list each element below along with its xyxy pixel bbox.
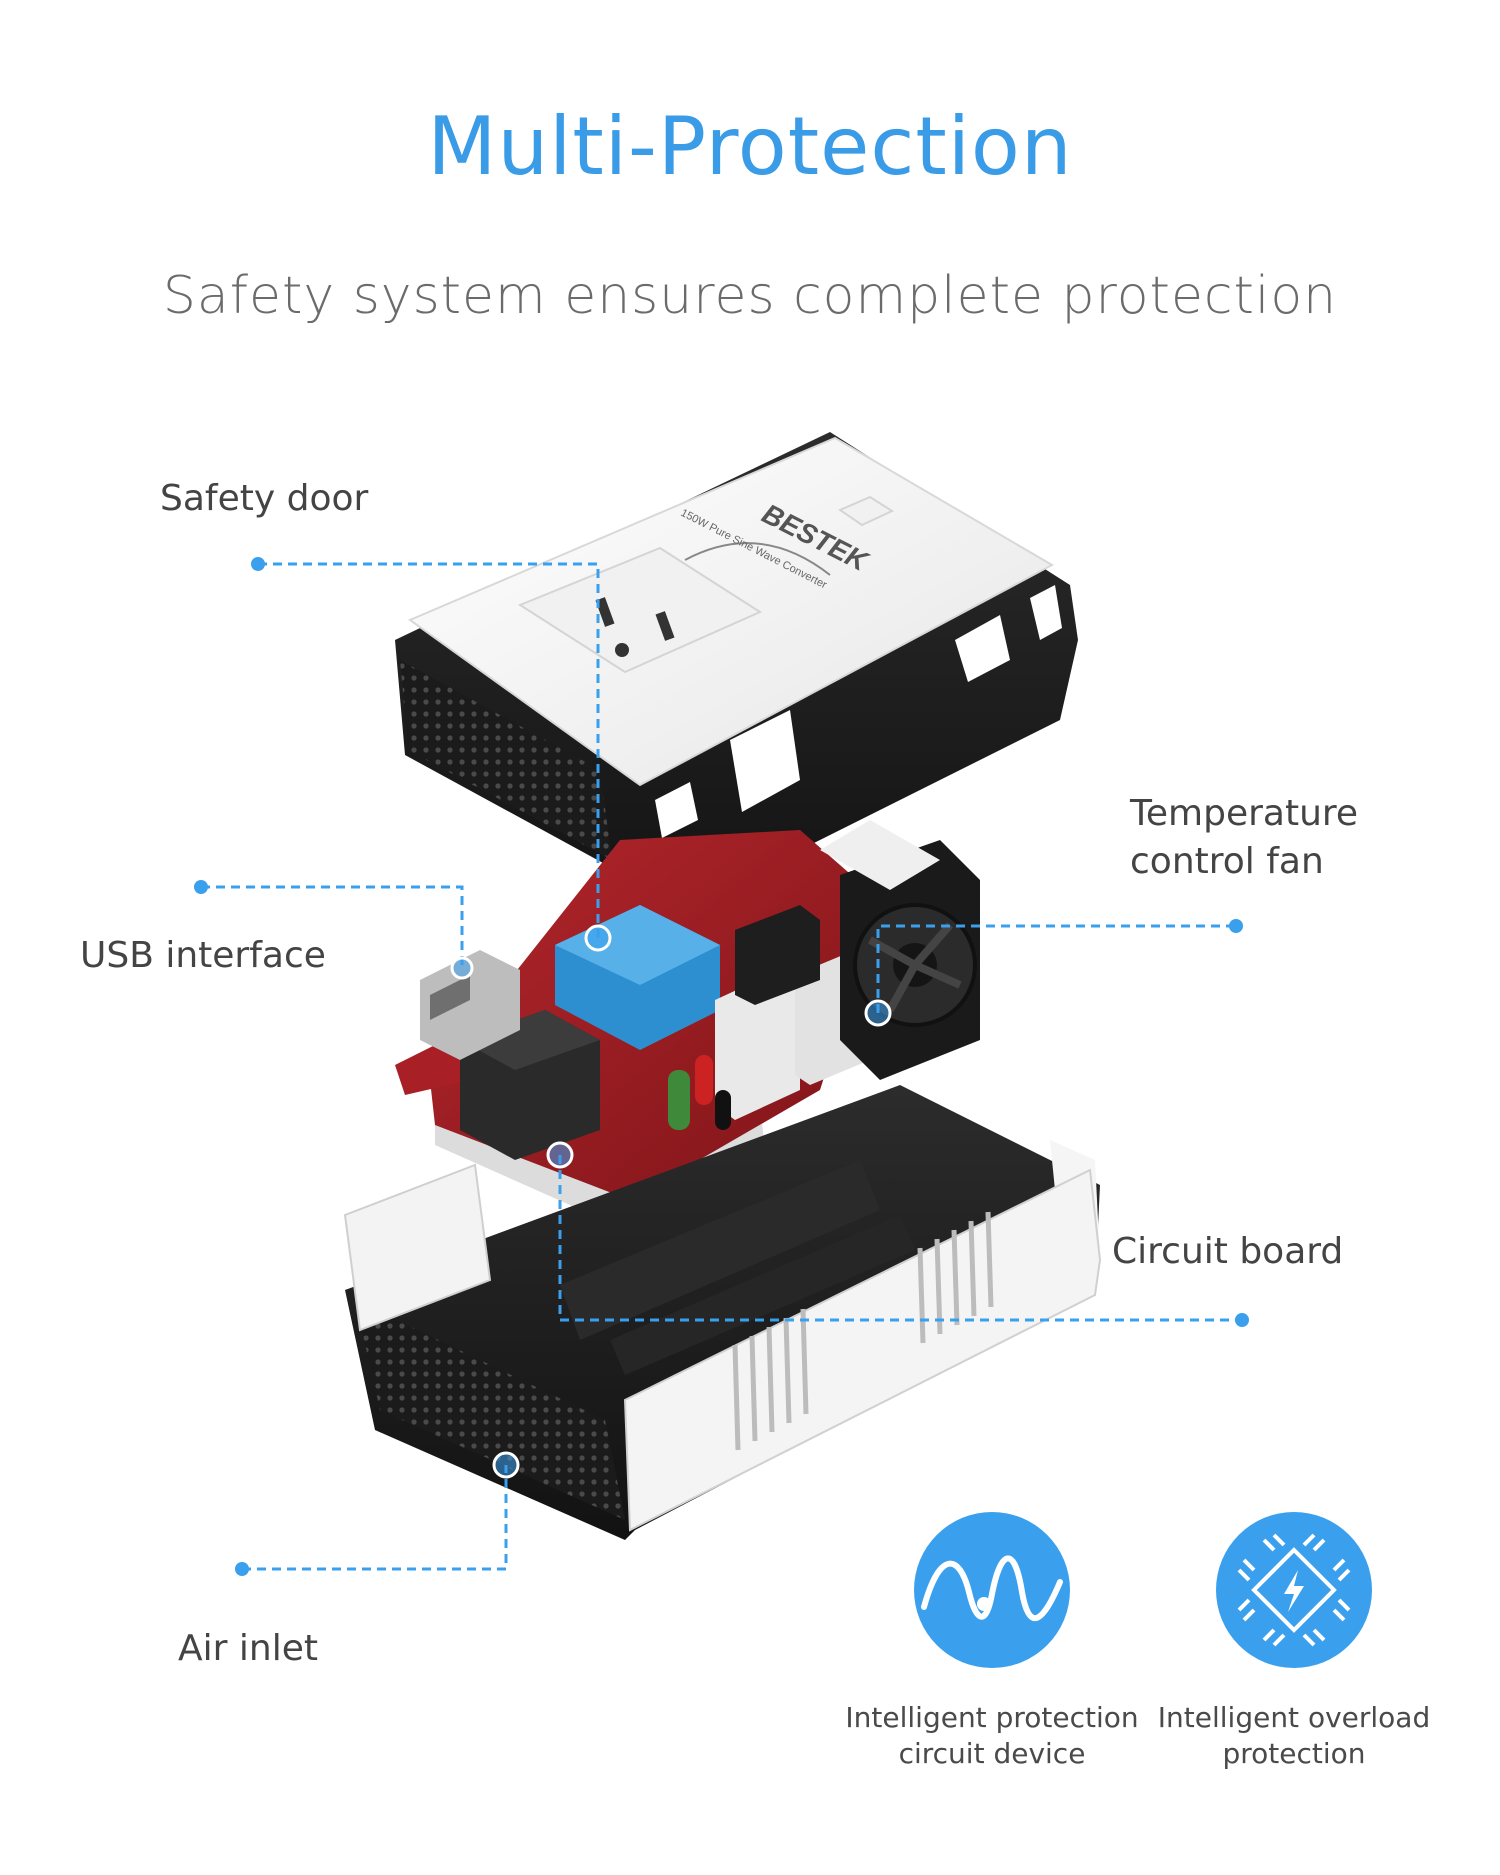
feature-caption-overload: Intelligent overload protection bbox=[1144, 1700, 1444, 1772]
callout-dot bbox=[1229, 919, 1243, 933]
feature-badge-protection-circuit bbox=[914, 1512, 1070, 1668]
label-safety-door: Safety door bbox=[160, 478, 369, 519]
label-usb-interface: USB interface bbox=[80, 935, 326, 976]
label-air-inlet: Air inlet bbox=[178, 1628, 318, 1669]
callout-target-fan bbox=[864, 999, 892, 1027]
callout-target-safety-door bbox=[584, 924, 612, 952]
label-circuit-board: Circuit board bbox=[1112, 1231, 1344, 1272]
callout-target-usb bbox=[450, 956, 474, 980]
page-title: Multi-Protection bbox=[427, 100, 1073, 193]
top-cover bbox=[395, 432, 1078, 930]
sine-wave-icon bbox=[921, 1555, 1063, 1622]
feature-badge-overload bbox=[1216, 1512, 1372, 1668]
callout-dot bbox=[235, 1562, 249, 1576]
label-temperature-fan-line2: control fan bbox=[1130, 841, 1324, 882]
page-subtitle: Safety system ensures complete protectio… bbox=[162, 266, 1338, 326]
label-temperature-fan: Temperature control fan bbox=[1130, 790, 1358, 886]
callout-dots bbox=[194, 557, 1249, 1576]
callout-dot bbox=[194, 880, 208, 894]
feature-caption-line1: Intelligent overload bbox=[1157, 1701, 1431, 1734]
feature-caption-protection-circuit: Intelligent protection circuit device bbox=[842, 1700, 1142, 1772]
callout-lines bbox=[201, 562, 1242, 1571]
callout-target-circuit-board bbox=[546, 1141, 574, 1169]
label-temperature-fan-line1: Temperature bbox=[1130, 793, 1359, 834]
callout-line-circuit-board bbox=[558, 1155, 1242, 1322]
feature-caption-line2: protection bbox=[1222, 1737, 1366, 1770]
chip-lightning-icon bbox=[1237, 1533, 1351, 1647]
callout-line-air-inlet bbox=[242, 1465, 508, 1571]
callout-dot bbox=[251, 557, 265, 571]
cooling-fan bbox=[820, 820, 980, 1080]
callout-line-usb-interface bbox=[201, 885, 464, 968]
callout-line-safety-door bbox=[258, 562, 600, 938]
feature-caption-line2: circuit device bbox=[898, 1737, 1086, 1770]
feature-caption-line1: Intelligent protection bbox=[845, 1701, 1139, 1734]
callout-dot bbox=[1235, 1313, 1249, 1327]
callout-target-air-inlet bbox=[492, 1451, 520, 1479]
bottom-housing bbox=[343, 1085, 1102, 1540]
callout-targets bbox=[450, 924, 892, 1479]
